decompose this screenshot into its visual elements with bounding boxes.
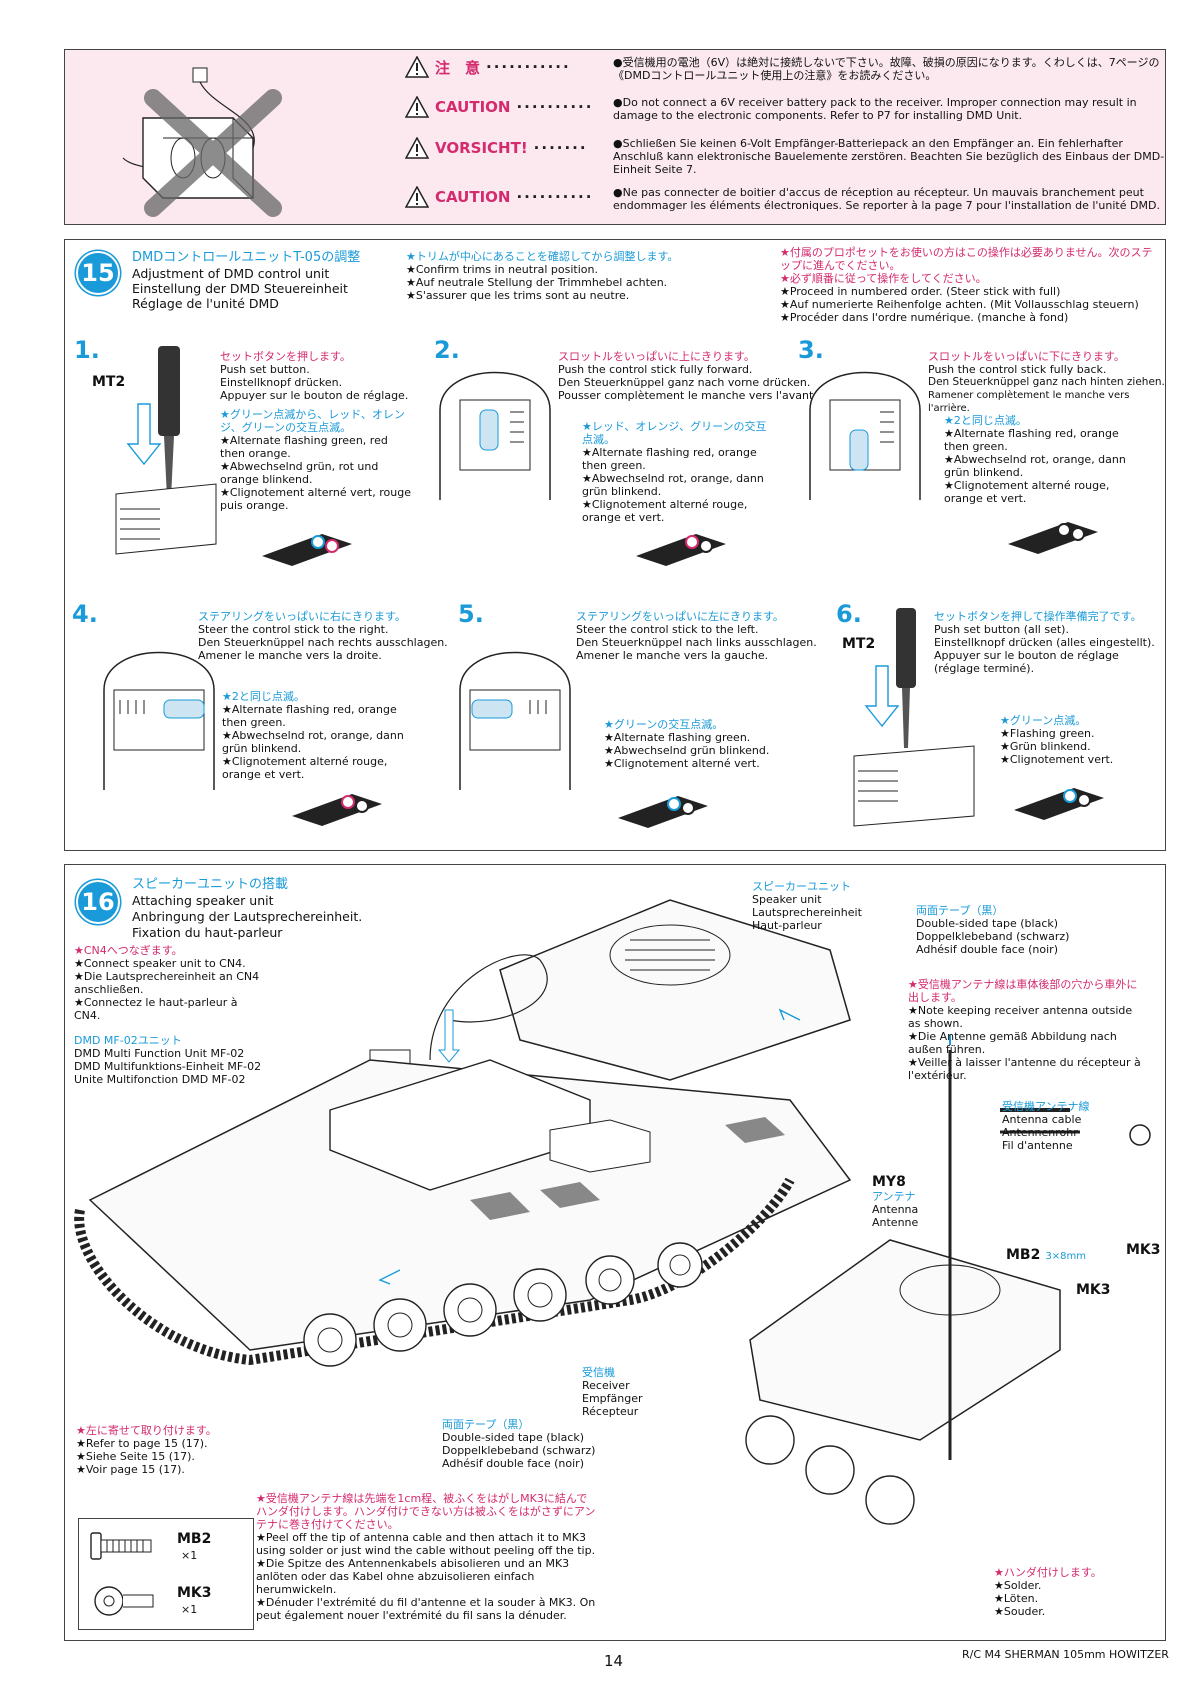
parts-box: MB2 ×1 MK3 ×1 xyxy=(78,1518,254,1630)
caution-label: 注 意··········· xyxy=(405,56,615,78)
indicator-lights-illustration xyxy=(1008,522,1098,554)
substep-1-illustration xyxy=(115,346,217,555)
substep-3-transmitter-illustration xyxy=(809,371,921,500)
caution-box: 注 意··········· ●受信機用の電池（6V）は絶対に接続しないで下さい… xyxy=(64,49,1166,225)
indicator-lights-illustration xyxy=(618,796,708,828)
indicator-lights-illustration xyxy=(636,534,726,566)
substep-2-text: スロットルをいっぱいに上にきります。 Push the control stic… xyxy=(558,350,817,402)
substep-3-text: スロットルをいっぱいに下にきります。 Push the control stic… xyxy=(928,350,1165,414)
substep-5-transmitter-illustration xyxy=(459,651,571,790)
substep-4-sub: ★2と同じ点滅。 ★Alternate flashing red, orange… xyxy=(222,690,404,781)
step-number-badge: 15 xyxy=(76,251,120,295)
my8-label: MY8 アンテナ Antenna Antenne xyxy=(872,1174,919,1229)
part-qty: ×1 xyxy=(181,1549,198,1562)
substep-3-number: 3. xyxy=(798,336,824,364)
mk3-label: MK3 xyxy=(1076,1282,1111,1298)
substep-4-number: 4. xyxy=(72,600,98,628)
substep-5-sub: ★グリーンの交互点滅。 ★Alternate flashing green. ★… xyxy=(604,718,770,770)
substep-1-number: 1. xyxy=(74,336,100,364)
step-number-badge: 16 xyxy=(76,880,120,924)
substep-3-sub: ★2と同じ点滅。 ★Alternate flashing red, orange… xyxy=(944,414,1126,505)
caution-row-en: CAUTION·········· ●Do not connect a 6V r… xyxy=(405,96,1165,132)
warning-triangle-icon xyxy=(405,56,429,78)
caution-row-jp: 注 意··········· ●受信機用の電池（6V）は絶対に接続しないで下さい… xyxy=(405,56,1165,92)
substep-4-text: ステアリングをいっぱいに右にきります。 Steer the control st… xyxy=(198,610,448,662)
indicator-lights-illustration xyxy=(1014,788,1104,820)
tape-label: 両面テープ（黒） Double-sided tape (black) Doppe… xyxy=(916,904,1070,956)
trim-note: ★トリムが中心にあることを確認してから調整します。 ★Confirm trims… xyxy=(406,250,679,302)
substep-4-transmitter-illustration xyxy=(103,651,215,790)
caution-label: VORSICHT!······· xyxy=(405,137,615,159)
substep-2-transmitter-illustration xyxy=(439,371,551,500)
substep-2-sub: ★レッド、オレンジ、グリーンの交互点滅。 ★Alternate flashing… xyxy=(582,420,767,524)
mk3-label: MK3 xyxy=(1126,1242,1161,1258)
step-15-section xyxy=(64,239,1166,851)
caution-row-fr: CAUTION·········· ●Ne pas connecter de b… xyxy=(405,186,1165,222)
substep-2-number: 2. xyxy=(434,336,460,364)
caution-row-de: VORSICHT!······· ●Schließen Sie keinen 6… xyxy=(405,137,1165,176)
ring-terminal-icon xyxy=(94,1586,154,1616)
page-number: 14 xyxy=(604,1652,624,1670)
indicator-lights-illustration xyxy=(262,534,352,566)
mf02-label: DMD MF-02ユニット DMD Multi Function Unit MF… xyxy=(74,1034,262,1086)
antenna-cable-label: 受信機アンテナ線 Antenna cable Antennenrohr Fil … xyxy=(1002,1100,1090,1152)
substep-6-text: セットボタンを押して操作準備完了です。 Push set button (all… xyxy=(934,610,1155,675)
substep-5-number: 5. xyxy=(458,600,484,628)
step-16-title: スピーカーユニットの搭載 Attaching speaker unit Anbr… xyxy=(132,877,363,940)
receiver-label: 受信機 Receiver Empfänger Récepteur xyxy=(582,1366,643,1418)
antenna-peel-note: ★受信機アンテナ線は先端を1cm程、被ふくをはがしMK3に結んでハンダ付けします… xyxy=(256,1492,596,1622)
caution-label: CAUTION·········· xyxy=(405,96,615,118)
speaker-unit-label: スピーカーユニット Speaker unit Lautsprechereinhe… xyxy=(752,880,862,932)
warning-triangle-icon xyxy=(405,96,429,118)
tape-label-2: 両面テープ（黒） Double-sided tape (black) Doppe… xyxy=(442,1418,596,1470)
part-name: MB2 xyxy=(177,1531,212,1547)
screw-icon xyxy=(90,1532,152,1560)
order-note: ★付属のプロポセットをお使いの方はこの操作は必要ありません。次のステップに進んで… xyxy=(780,246,1153,324)
part-qty: ×1 xyxy=(181,1603,198,1616)
indicator-lights-illustration xyxy=(292,794,382,826)
mt2-label: MT2 xyxy=(842,636,876,652)
battery-pack-illustration xyxy=(122,67,282,217)
substep-5-text: ステアリングをいっぱいに左にきります。 Steer the control st… xyxy=(576,610,817,662)
substep-1-sub: ★グリーン点滅から、レッド、オレンジ、グリーンの交互点滅。 ★Alternate… xyxy=(220,408,411,512)
cn4-note: ★CN4へつなぎます。 ★Connect speaker unit to CN4… xyxy=(74,944,260,1022)
mt2-label: MT2 xyxy=(92,374,126,390)
refer-note: ★左に寄せて取り付けます。 ★Refer to page 15 (17). ★S… xyxy=(76,1424,217,1476)
substep-6-illustration xyxy=(853,608,975,827)
warning-triangle-icon xyxy=(405,186,429,208)
step-15-title: DMDコントロールユニットT-05の調整 Adjustment of DMD c… xyxy=(132,250,361,311)
substep-6-sub: ★グリーン点滅。 ★Flashing green. ★Grün blinkend… xyxy=(1000,714,1114,766)
substep-1-text: セットボタンを押します。 Push set button. Einstellkn… xyxy=(220,350,409,402)
solder-note: ★ハンダ付けします。 ★Solder. ★Löten. ★Souder. xyxy=(994,1566,1102,1618)
model-name: R/C M4 SHERMAN 105mm HOWITZER xyxy=(962,1648,1169,1661)
tank-assembly-illustration xyxy=(74,899,1151,1525)
substep-6-number: 6. xyxy=(836,600,862,628)
mb2-label: MB2 3×8mm xyxy=(1006,1247,1087,1263)
caution-label: CAUTION·········· xyxy=(405,186,615,208)
antenna-note: ★受信機アンテナ線は車体後部の穴から車外に出します。 ★Note keeping… xyxy=(908,978,1141,1082)
warning-triangle-icon xyxy=(405,137,429,159)
part-name: MK3 xyxy=(177,1585,212,1601)
